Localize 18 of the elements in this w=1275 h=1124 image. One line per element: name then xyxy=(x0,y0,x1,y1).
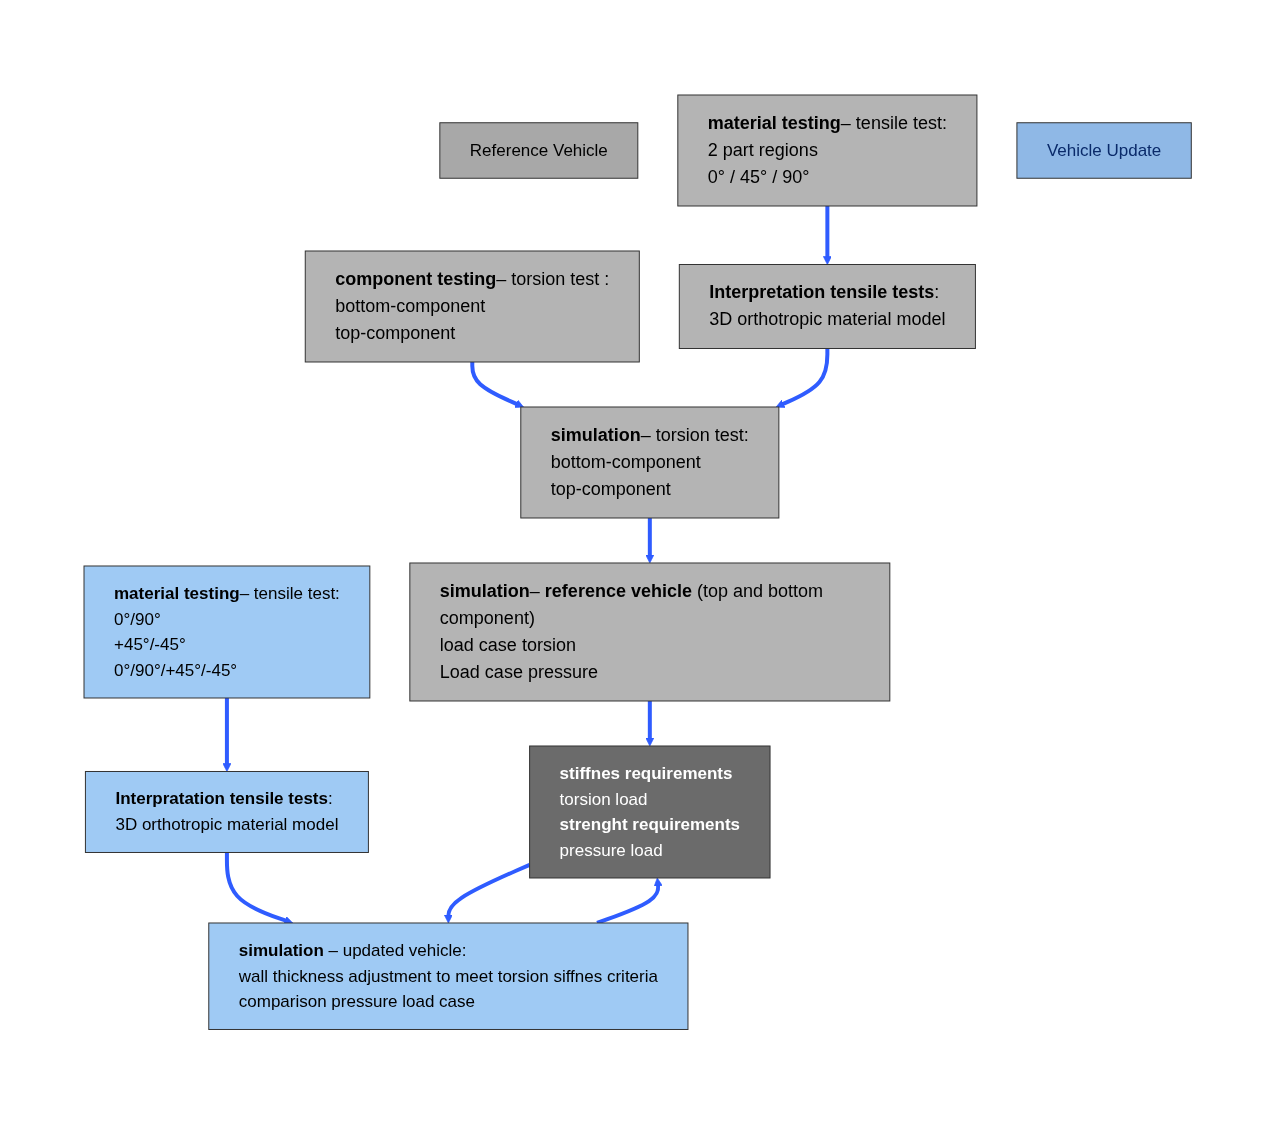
node-box: material testing– tensile test: 0°/90° +45°/-45° 0°/90°/+45°/-45° xyxy=(83,565,371,699)
node-box: stiffnes requirements torsion load strenght requirements pressure load xyxy=(528,745,771,879)
node-box: Interpratation tensile tests: 3D orthotropic material model xyxy=(84,770,369,853)
node-box: simulation – updated vehicle: wall thickness adjustment to meet torsion siffnes criteria comparison pressure load case xyxy=(208,922,689,1030)
node-box: Interpretation tensile tests: 3D orthotropic material model xyxy=(678,263,976,349)
arrow xyxy=(470,361,524,408)
arrow xyxy=(822,205,832,265)
arrow xyxy=(775,348,830,408)
node-box: Vehicle Update xyxy=(1016,122,1192,179)
node-box: component testing– torsion test : bottom-component top-component xyxy=(304,250,640,363)
arrow xyxy=(645,517,655,564)
arrow xyxy=(222,697,232,772)
node-box: Reference Vehicle xyxy=(439,122,639,179)
node-box: simulation– torsion test: bottom-component top-component xyxy=(520,406,780,519)
node-box: simulation– reference vehicle (top and bottom component) load case torsion Load case pressure xyxy=(409,562,891,702)
node-box: material testing– tensile test: 2 part regions 0° / 45° / 90° xyxy=(677,94,978,207)
arrow xyxy=(443,862,531,924)
arrow xyxy=(645,700,655,747)
